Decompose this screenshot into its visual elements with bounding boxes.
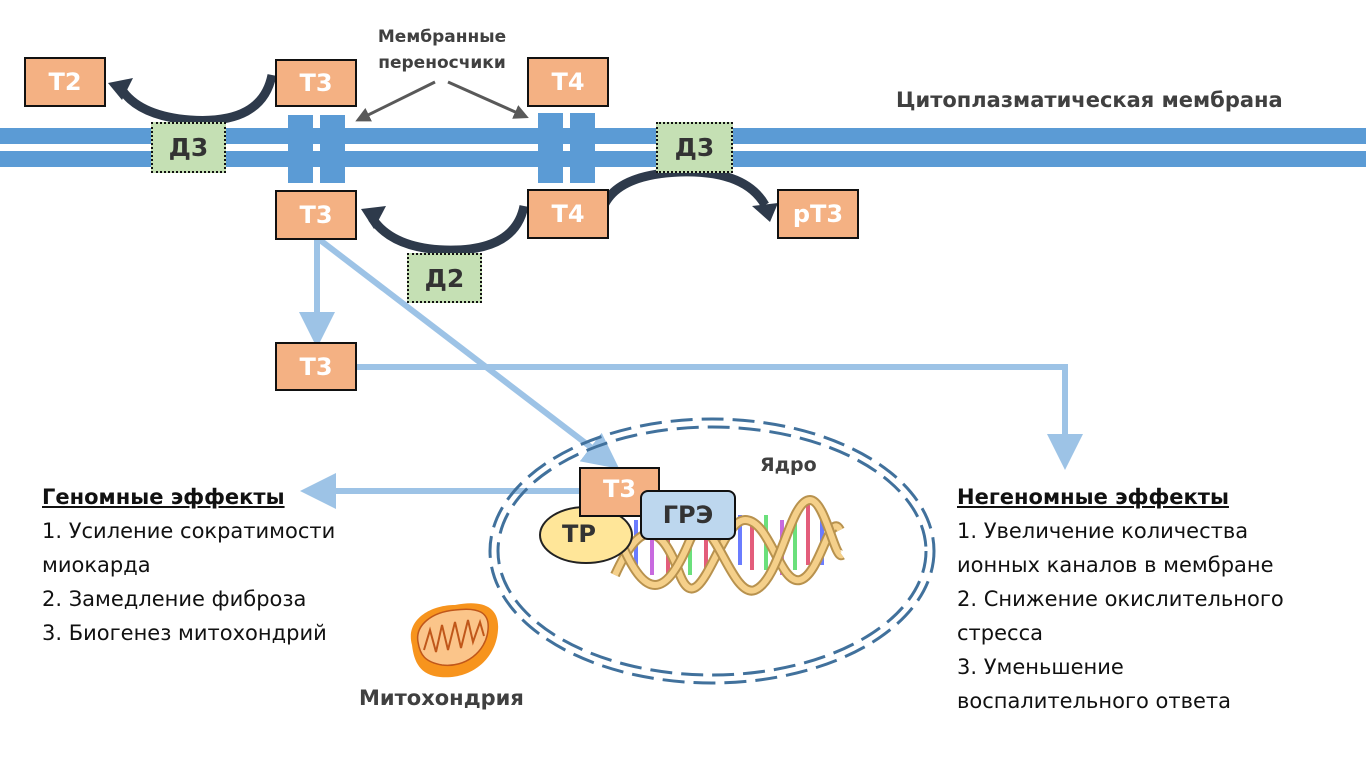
response-element-box: ГРЭ — [640, 490, 736, 540]
hormone-t2: Т2 — [24, 57, 106, 107]
hormone-rt3: рТ3 — [777, 189, 859, 239]
genomic-effect-line: 3. Биогенез митохондрий — [42, 621, 327, 645]
transporters-label-line2: переносчики — [378, 53, 506, 73]
transporter-pointer-right — [447, 80, 529, 119]
mitochondria-label: Митохондрия — [359, 686, 524, 710]
mitochondria-icon — [410, 603, 499, 678]
genomic-effect-line: 2. Замедление фиброза — [42, 587, 307, 611]
transporter-pointer-left — [355, 80, 436, 122]
reaction-arrow-t4-to-t3 — [361, 204, 529, 255]
nongenomic-effect-line: 3. Уменьшение — [957, 655, 1124, 679]
hormone-t4-inside: Т4 — [527, 189, 609, 239]
membrane-transporter-right — [538, 113, 595, 183]
membrane-transporter-left — [288, 115, 345, 183]
nucleus-membrane-outer — [488, 417, 936, 685]
reaction-arrow-t4-to-rt3 — [595, 167, 778, 222]
dna-helix — [610, 494, 847, 596]
membrane-label: Цитоплазматическая мембрана — [896, 88, 1283, 112]
nongenomic-effect-line: 1. Увеличение количества — [957, 519, 1249, 543]
hormone-t3-outside: Т3 — [275, 59, 357, 107]
enzyme-d2: Д2 — [407, 253, 482, 303]
nongenomic-effects: Негеномные эффекты 1. Увеличение количес… — [957, 480, 1284, 718]
enzyme-d3-right: Д3 — [656, 122, 733, 173]
reaction-arrow-t3-to-t2 — [108, 73, 277, 125]
hormone-t3-inside: Т3 — [275, 190, 357, 240]
nongenomic-effect-line: ионных каналов в мембране — [957, 553, 1274, 577]
enzyme-d3-left: Д3 — [151, 122, 226, 173]
genomic-effect-line: миокарда — [42, 553, 151, 577]
genomic-effect-line: 1. Усиление сократимости — [42, 519, 336, 543]
nongenomic-effects-title: Негеномные эффекты — [957, 485, 1229, 509]
nongenomic-effect-line: воспалительного ответа — [957, 689, 1232, 713]
nongenomic-effect-line: 2. Снижение окислительного — [957, 587, 1284, 611]
flow-arrow-t3-to-nongenomic — [357, 364, 1083, 470]
nucleus-membrane-inner — [496, 425, 928, 677]
hormone-t4-outside: Т4 — [527, 57, 609, 107]
hormone-t3-cytoplasm: Т3 — [275, 342, 357, 391]
flow-arrow-t3-to-nucleus — [318, 237, 620, 469]
thyroid-receptor-label: ТР — [562, 520, 596, 548]
genomic-effects-title: Геномные эффекты — [42, 485, 285, 509]
nucleus-label: Ядро — [760, 454, 817, 476]
transporters-label: Мембранные переносчики — [368, 24, 516, 76]
genomic-effects: Геномные эффекты 1. Усиление сократимост… — [42, 480, 335, 650]
transporters-label-line1: Мембранные — [377, 27, 507, 47]
nongenomic-effect-line: стресса — [957, 621, 1043, 645]
